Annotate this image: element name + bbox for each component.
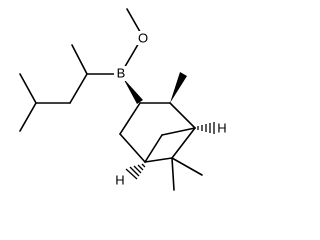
bond-c3-c4	[119, 102, 141, 135]
bridgehead-h-right-label: H	[217, 121, 226, 136]
bond-c5-c6	[144, 157, 173, 163]
bond-b-o	[122, 40, 141, 71]
wedge-c2-methyl	[170, 72, 187, 103]
oxygen-atom-label: O	[138, 31, 148, 46]
bond-c1-c7	[161, 127, 196, 136]
hash-c1-h	[197, 122, 215, 134]
boron-atom-label: B	[117, 66, 126, 81]
bond-c5-c7	[144, 134, 163, 163]
hash-c5-h	[125, 163, 146, 180]
bond-iso-methyl-down	[19, 102, 37, 132]
bond-c6-methyl-b	[171, 157, 203, 176]
wedge-b-c3	[123, 78, 143, 104]
bond-iso-methyl-up	[19, 73, 37, 104]
bond-c4-c5	[119, 133, 146, 163]
bond-ch-methyl	[71, 44, 88, 75]
bridgehead-h-left-label: H	[115, 173, 124, 188]
bond-c2-c1	[169, 102, 196, 129]
bond-c6-methyl-a	[171, 157, 175, 191]
bond-c1-c6	[171, 127, 196, 159]
bond-ch-ch2	[69, 73, 88, 104]
molecule-structure: O B H H	[19, 8, 227, 191]
